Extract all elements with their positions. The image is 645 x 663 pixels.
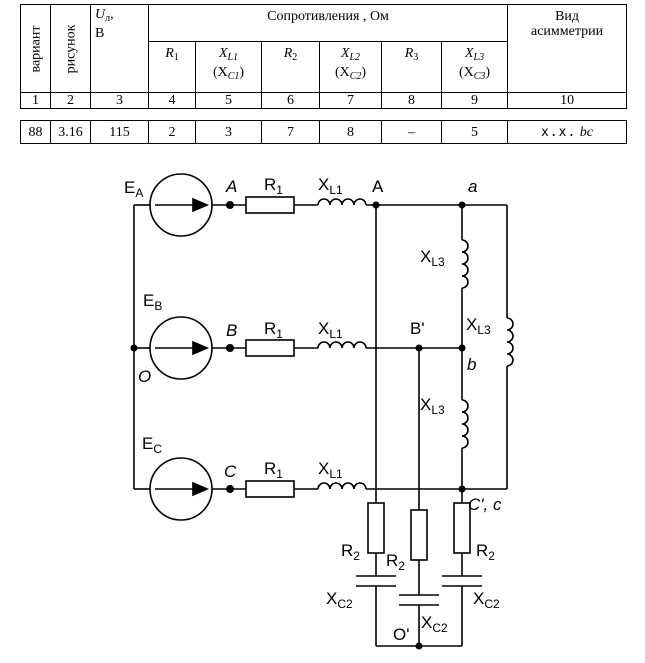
label-o-prime: O' [393, 625, 409, 644]
label-xl1-a: XL1 [318, 175, 343, 197]
col-num: 6 [261, 92, 320, 109]
label-b: b [467, 355, 476, 374]
header-voltage: Uл, В [90, 4, 149, 93]
cell-r3: – [381, 120, 442, 144]
source-ea-icon [149, 173, 213, 237]
label-r2-b: R2 [386, 551, 405, 573]
label-node-o: O [138, 367, 151, 386]
inductor-xl3-bc [461, 399, 469, 449]
label-r1-b: R1 [264, 319, 283, 341]
label-xl3-ab: XL3 [420, 247, 445, 269]
label-c-prime: C', c [468, 495, 502, 514]
inductor-xl1-c [317, 482, 367, 490]
label-xl3-ac: XL3 [466, 315, 491, 337]
header-variant: вариант [20, 4, 51, 93]
label-eb: EB [143, 291, 162, 313]
label-ec: EC [142, 434, 162, 456]
label-b-prime: B' [410, 319, 425, 338]
resistor-r2-a [367, 502, 385, 554]
cell-variant: 88 [20, 120, 51, 144]
resistor-r1-c [245, 480, 295, 498]
cell-xl2: 8 [319, 120, 382, 144]
cell-figure: 3.16 [50, 120, 91, 144]
label-xl3-bc: XL3 [420, 395, 445, 417]
header-xl2: XL2 (XC2) [319, 41, 382, 93]
label-r1-a: R1 [264, 175, 283, 197]
column-number-row: 1 2 3 4 5 6 7 8 9 10 [20, 92, 628, 109]
cell-r1: 2 [148, 120, 196, 144]
label-xc2-c: XC2 [473, 589, 500, 611]
col-num: 7 [319, 92, 382, 109]
label-node-c: C [224, 462, 237, 481]
inductor-xl1-a [317, 198, 367, 206]
resistor-r1-b [245, 339, 295, 357]
col-num: 5 [195, 92, 262, 109]
label-a-prime: A [372, 177, 384, 196]
source-ec-icon [149, 457, 213, 521]
parameters-header-table: вариант рисунок Uл, В Сопротивления , Ом… [20, 4, 628, 109]
cell-asymmetry: х.х. bc [507, 120, 627, 144]
inductor-xl1-b [317, 341, 367, 349]
resistor-r2-b [410, 509, 428, 561]
cell-xl3: 5 [441, 120, 508, 144]
label-xl1-b: XL1 [318, 319, 343, 341]
col-num: 10 [507, 92, 628, 109]
header-xl3: XL3 (XC3) [440, 41, 509, 93]
label-xc2-a: XC2 [326, 589, 353, 611]
col-num: 9 [440, 92, 509, 109]
cell-voltage: 115 [90, 120, 149, 144]
label-xc2-b: XC2 [421, 613, 448, 635]
label-r2-a: R2 [341, 541, 360, 563]
label-r1-c: R1 [264, 459, 283, 481]
label-xl1-c: XL1 [318, 459, 343, 481]
label-node-b: B [226, 321, 237, 340]
parameters-data-table: 88 3.16 115 2 3 7 8 – 5 х.х. bc [20, 120, 627, 144]
source-eb-icon [149, 316, 213, 380]
label-r2-c: R2 [476, 541, 495, 563]
header-figure: рисунок [50, 4, 91, 93]
cell-xl1: 3 [195, 120, 262, 144]
header-resistances: Сопротивления , Ом [147, 4, 509, 42]
inductor-xl3-ac [506, 317, 514, 367]
label-ea: EA [124, 178, 143, 200]
label-node-a: A [225, 177, 237, 196]
label-a: a [468, 177, 477, 196]
table-row: 88 3.16 115 2 3 7 8 – 5 х.х. bc [20, 120, 627, 144]
circuit-labels: EA EB EC A B C O R1 R1 R1 XL1 XL1 XL1 A … [124, 175, 502, 644]
inductor-xl3-ab [461, 239, 469, 289]
resistor-r1-a [245, 196, 295, 214]
cell-r2: 7 [261, 120, 320, 144]
